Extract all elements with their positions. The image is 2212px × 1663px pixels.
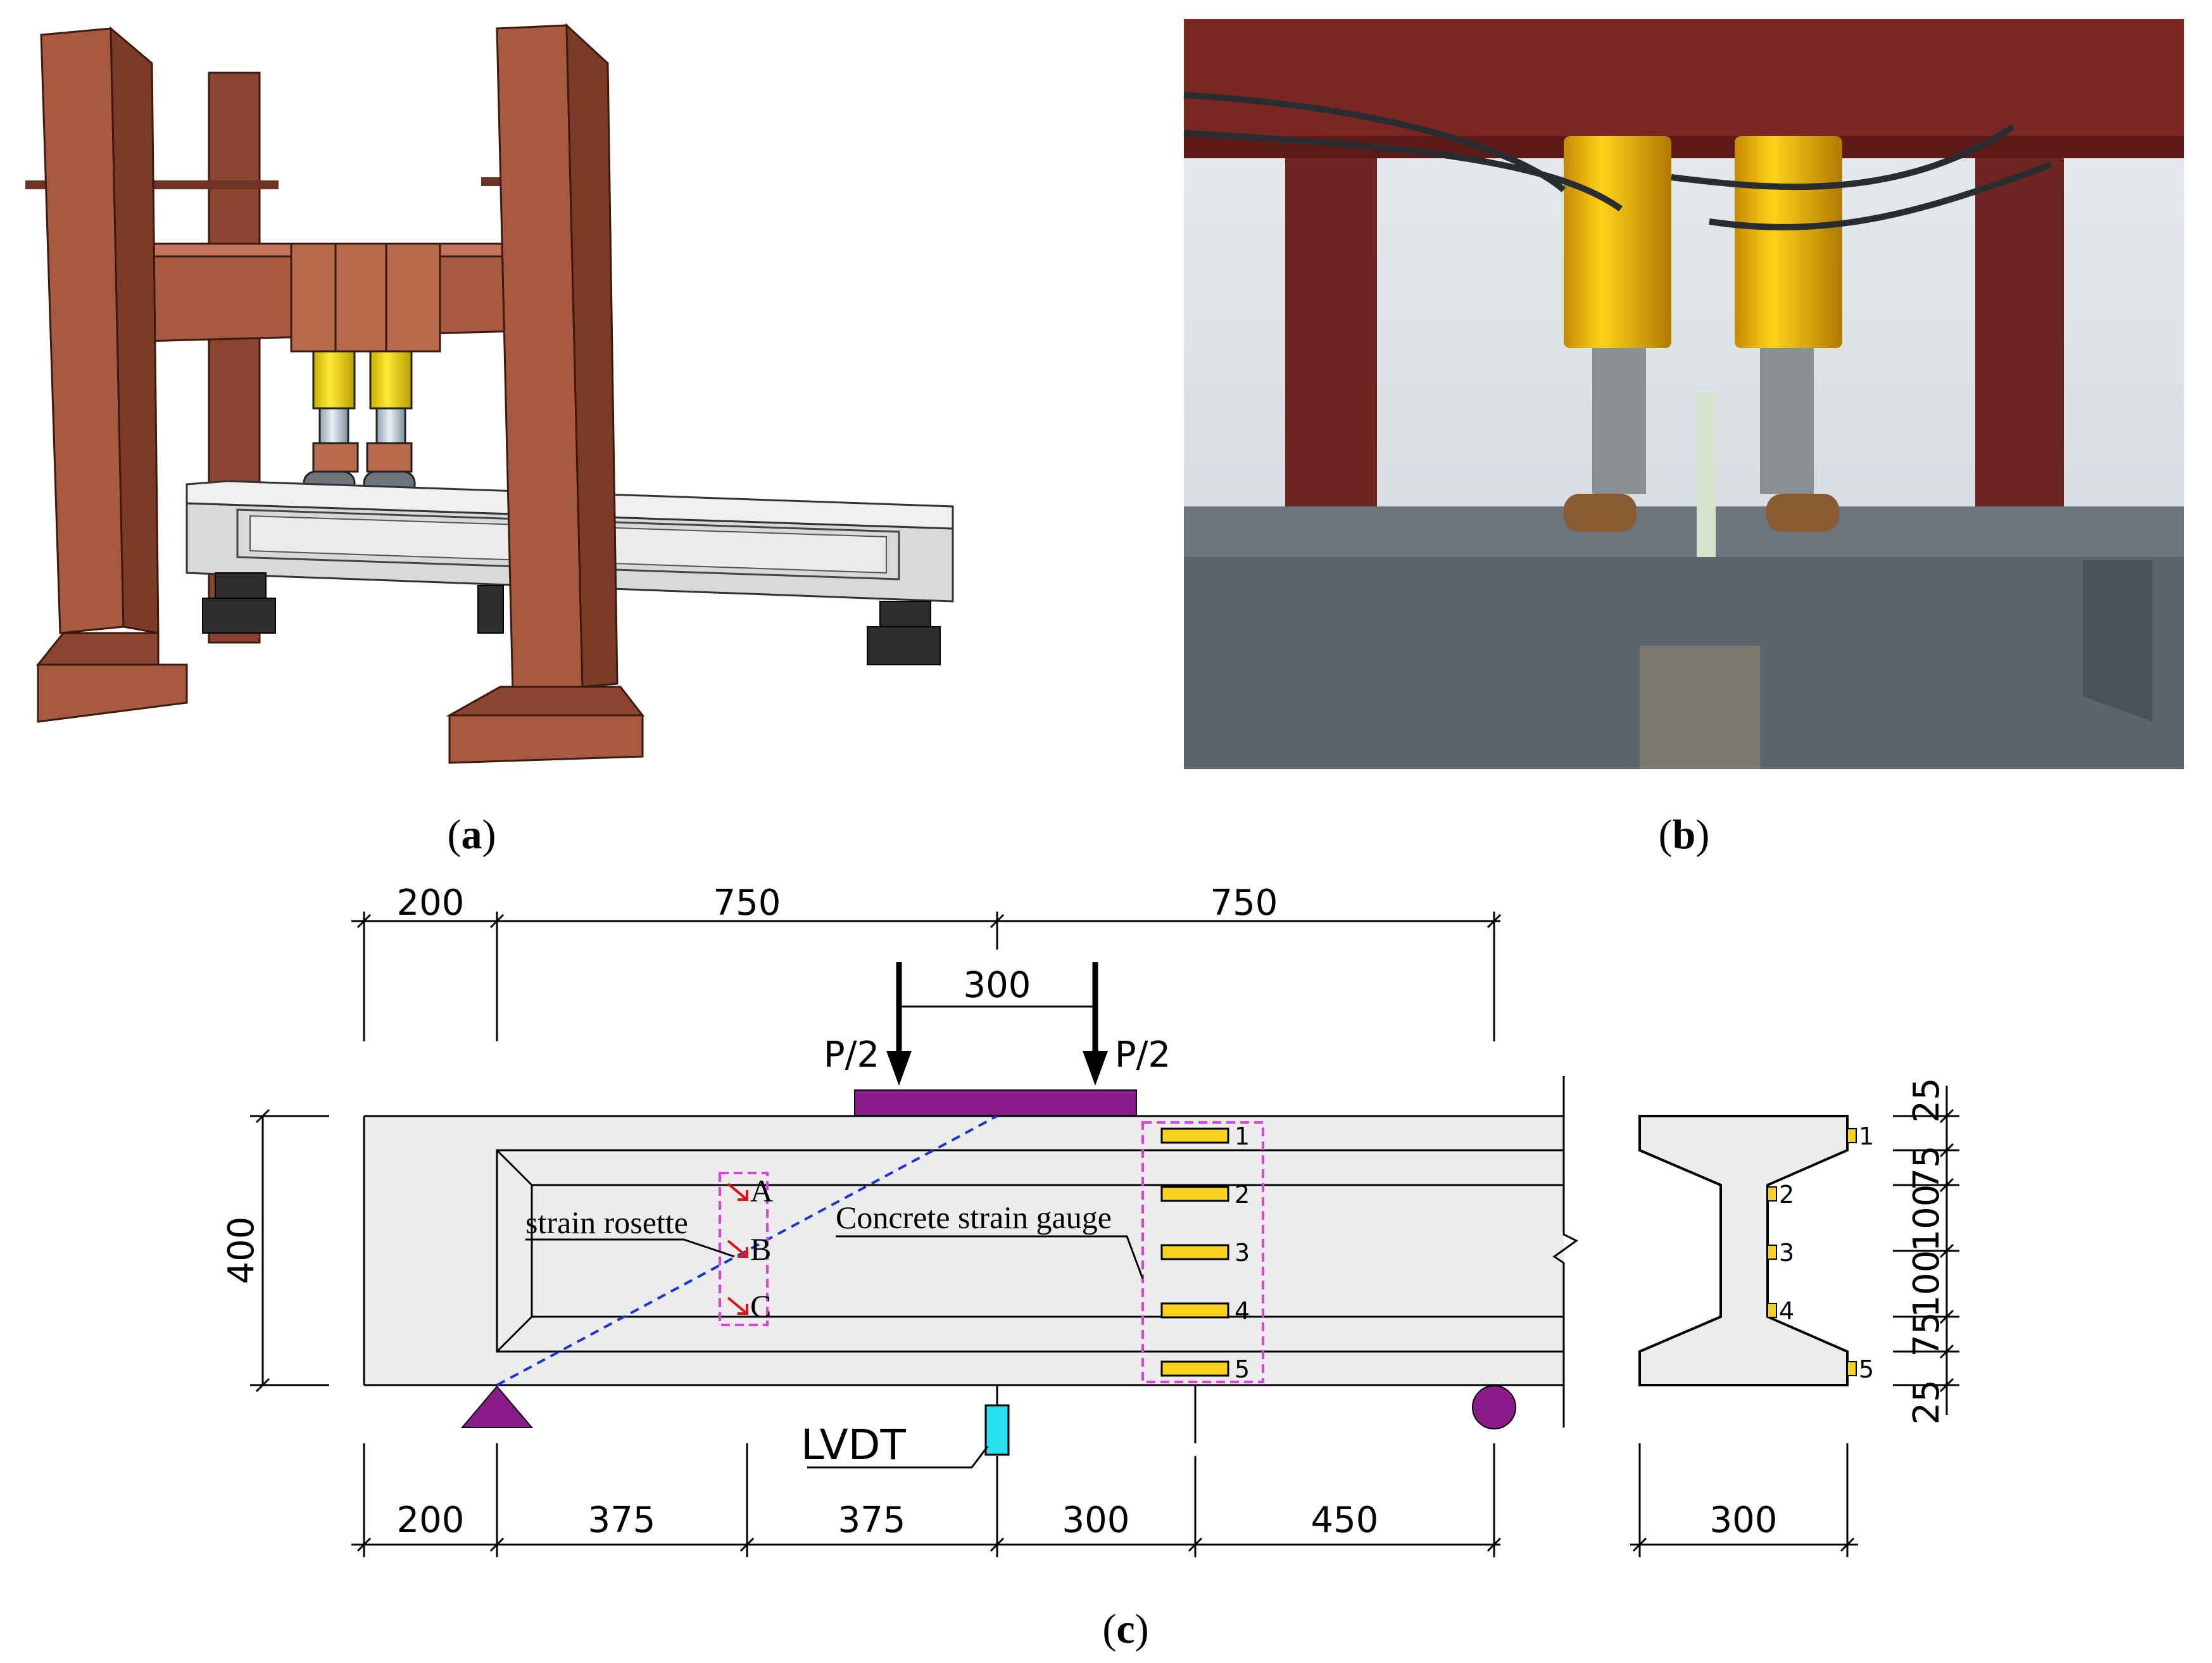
dim-bottom-200: 200 <box>397 1500 465 1541</box>
photo-column-left <box>1285 158 1377 513</box>
beam-supports <box>202 572 941 665</box>
section-dim-100-top: 100 <box>1906 1184 1947 1252</box>
section-dim-75-bottom: 75 <box>1906 1312 1947 1357</box>
lvdt-label: LVDT <box>801 1421 906 1469</box>
dim-bottom-300: 300 <box>1062 1500 1130 1541</box>
gauge-number-4: 4 <box>1235 1297 1250 1325</box>
dim-bottom-375-right: 375 <box>838 1500 906 1541</box>
rosette-box <box>719 1172 769 1326</box>
dim-top-750-left: 750 <box>713 882 781 924</box>
dim-bottom-450: 450 <box>1311 1500 1379 1541</box>
red-arrow-icon <box>727 1183 748 1315</box>
dim-load-spacing: 300 <box>964 965 1031 1006</box>
dim-bottom-375-left: 375 <box>588 1500 656 1541</box>
section-gauges <box>1767 1128 1857 1376</box>
section-width-dimension <box>1630 1443 1858 1557</box>
photo-top-girder <box>1184 19 2184 136</box>
dim-top-200: 200 <box>397 882 465 924</box>
loading-plate <box>854 1089 1137 1116</box>
gauge-number-1: 1 <box>1235 1122 1250 1150</box>
panel-c-caption: (c) <box>1102 1606 1148 1652</box>
concrete-strain-gauge-label: Concrete strain gauge <box>836 1200 1112 1235</box>
front-column-left <box>40 27 125 634</box>
top-dimension-line <box>351 912 1502 1041</box>
triangle-support-icon <box>460 1385 534 1428</box>
section-gauge-1: 1 <box>1859 1122 1874 1150</box>
dim-height: 400 <box>221 1217 262 1284</box>
bottom-dimension-line <box>351 1385 1502 1557</box>
lvdt-leader <box>807 1446 989 1469</box>
dim-top-750-right: 750 <box>1210 882 1278 924</box>
concrete-strain-gauge-leader <box>836 1235 1144 1279</box>
gauge-box <box>1141 1121 1264 1383</box>
panel-b-caption: (b) <box>1659 812 1710 858</box>
lvdt-sensor <box>984 1404 1010 1456</box>
beam-elevation <box>363 1076 1578 1428</box>
section-gauge-4: 4 <box>1779 1297 1794 1325</box>
rosette-point-b: B <box>750 1231 771 1267</box>
diagonal-crack-line <box>496 1115 998 1386</box>
rosette-point-c: C <box>750 1288 771 1324</box>
photo-cables <box>1183 92 2052 230</box>
load-label-right: P/2 <box>1115 1034 1171 1076</box>
base-plate-left <box>37 663 188 723</box>
photo-lvdt <box>1697 392 1716 557</box>
concrete-strain-gauges <box>1160 1127 1229 1377</box>
section-height-dimension <box>1893 1086 1959 1415</box>
section-gauge-2: 2 <box>1779 1181 1794 1208</box>
jack-frame <box>290 242 441 353</box>
strain-rosette-label: strain rosette <box>525 1205 688 1240</box>
down-arrow-icon <box>1083 962 1108 1086</box>
section-gauge-3: 3 <box>1779 1239 1794 1267</box>
section-dim-width: 300 <box>1710 1500 1778 1541</box>
photo-support-block <box>1640 646 1760 769</box>
i-section <box>1638 1115 1849 1386</box>
down-arrow-icon <box>886 962 912 1086</box>
circle-roller-icon <box>1472 1385 1516 1429</box>
panel-a-caption: (a) <box>448 812 496 858</box>
gauge-number-5: 5 <box>1235 1355 1250 1383</box>
section-dim-75-top: 75 <box>1906 1145 1947 1190</box>
base-plate-right <box>448 714 644 764</box>
rosette-point-a: A <box>750 1173 773 1208</box>
section-dim-25-top: 25 <box>1906 1077 1947 1122</box>
section-dim-100-bottom: 100 <box>1906 1250 1947 1318</box>
section-dim-25-bottom: 25 <box>1906 1379 1947 1424</box>
height-dimension <box>250 1108 329 1393</box>
photo-column-right <box>1975 158 2064 513</box>
strain-rosette-leader <box>525 1238 735 1258</box>
panel-c-drawing: 200 750 750 300 P/2 P/2 <box>221 882 1959 1557</box>
panel-b-photo <box>1183 19 2184 769</box>
section-gauge-5: 5 <box>1859 1355 1874 1383</box>
gauge-number-3: 3 <box>1235 1239 1250 1267</box>
panel-a-rendering <box>25 23 954 764</box>
gauge-number-2: 2 <box>1235 1181 1250 1208</box>
load-label-left: P/2 <box>824 1034 879 1076</box>
